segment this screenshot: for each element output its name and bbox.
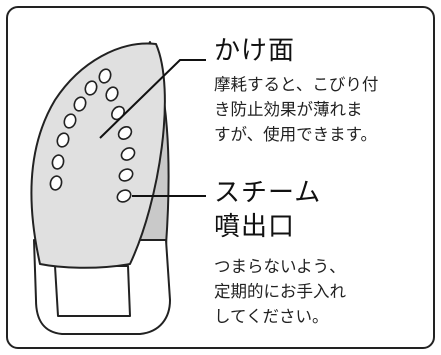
steam-holes <box>49 68 136 203</box>
iron-heel-window <box>54 265 131 317</box>
steam-description: つまらないよう、 定期的にお手入れ してください。 <box>214 254 346 329</box>
steam-hole <box>63 113 77 129</box>
steam-hole <box>98 68 112 84</box>
steam-hole <box>120 147 136 161</box>
steam-description-line: つまらないよう、 <box>214 257 346 276</box>
surface-leader-line <box>99 59 206 139</box>
surface-description-line: き防止効果が薄れま <box>214 100 363 119</box>
surface-description-line: 摩耗すると、こびり付 <box>214 75 379 94</box>
steam-description-line: してください。 <box>214 307 329 326</box>
steam-hole <box>118 168 134 182</box>
soleplate <box>30 42 166 269</box>
steam-hole <box>49 175 63 191</box>
steam-title-line: 噴出口 <box>214 212 296 242</box>
steam-hole <box>73 96 87 112</box>
steam-description-line: 定期的にお手入れ <box>214 282 346 301</box>
surface-title: かけ面 <box>214 36 296 66</box>
surface-description: 摩耗すると、こびり付 き防止効果が薄れま すが、使用できます。 <box>214 72 378 147</box>
steam-hole <box>105 86 119 102</box>
steam-hole <box>84 80 98 96</box>
steam-hole <box>51 154 65 170</box>
steam-hole <box>116 189 132 203</box>
steam-hole <box>117 126 133 140</box>
steam-hole <box>56 132 70 148</box>
surface-description-line: すが、使用できます。 <box>214 125 378 144</box>
steam-title-line: スチーム <box>214 178 322 208</box>
steam-title: スチーム 噴出口 <box>214 176 321 244</box>
